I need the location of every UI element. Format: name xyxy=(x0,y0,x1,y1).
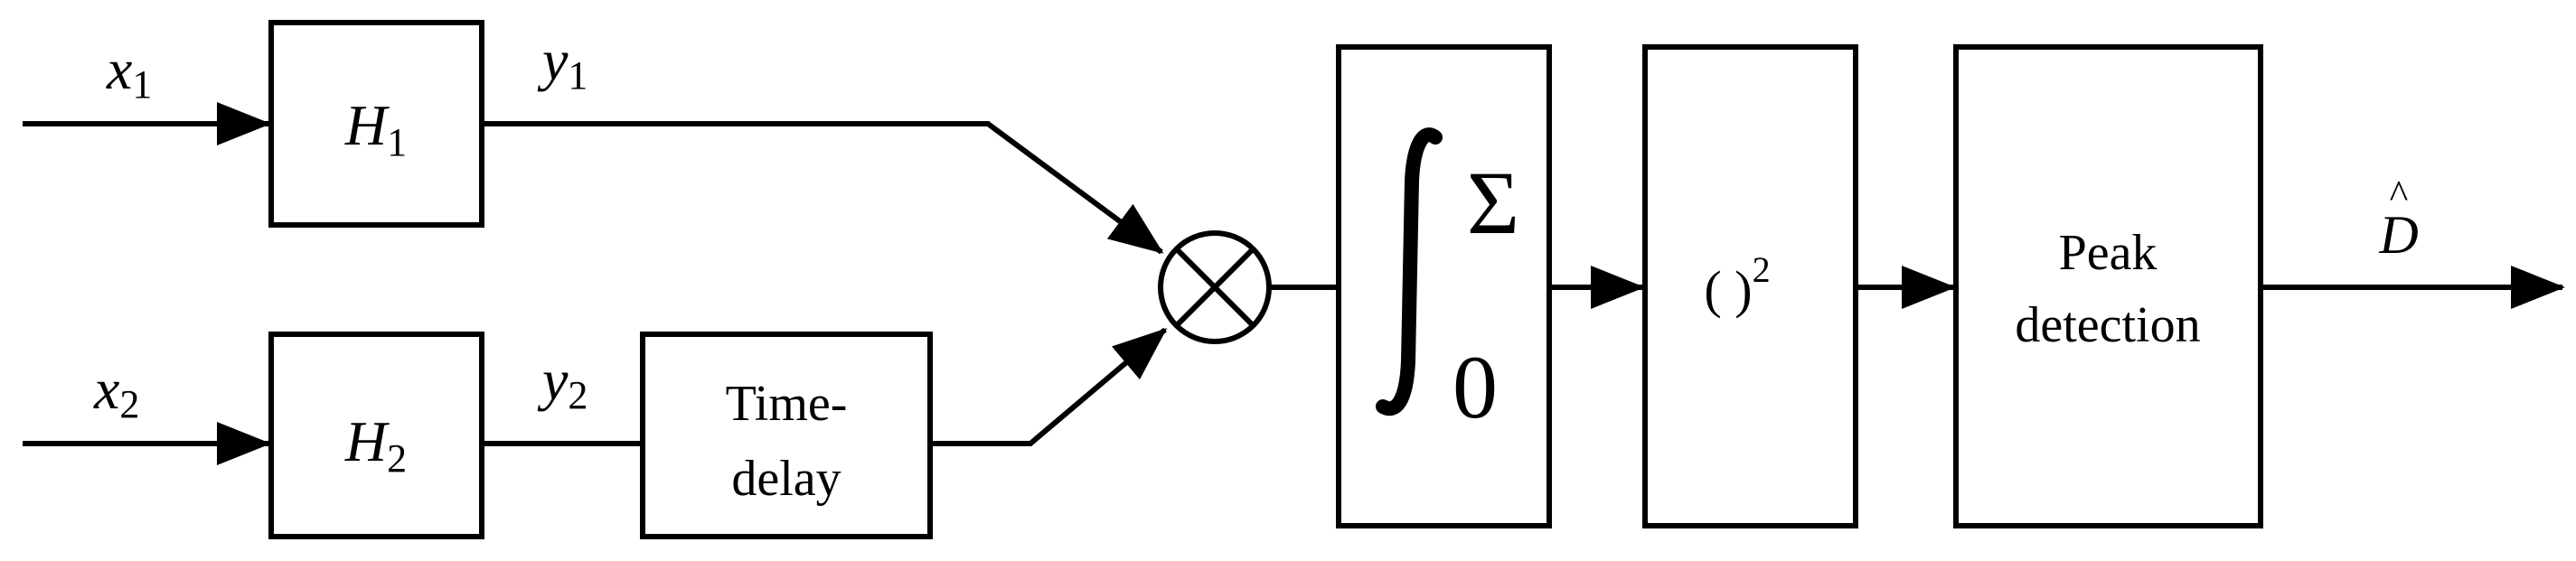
time-delay-line1: Time- xyxy=(726,376,848,432)
peak-detection-line1: Peak xyxy=(2059,225,2158,281)
output-accent: ^ xyxy=(2390,173,2409,217)
square-label: ( )2 xyxy=(1704,249,1770,319)
integrator-upper-limit: Σ xyxy=(1467,153,1519,253)
integral-sign xyxy=(1376,127,1443,416)
square-block xyxy=(1642,44,1858,528)
x1-label: x1 xyxy=(106,37,152,107)
h2-block xyxy=(268,332,484,539)
h1-label: H1 xyxy=(344,93,407,164)
peak-detection-block xyxy=(1953,44,2263,528)
integrator-lower-limit: 0 xyxy=(1453,337,1498,437)
x2-label: x2 xyxy=(93,357,139,426)
delayed-signal-wire xyxy=(930,327,1168,446)
multiplier-symbol xyxy=(1158,230,1272,344)
h2-label: H2 xyxy=(344,409,407,481)
y1-wire xyxy=(482,121,1164,255)
integrator-block xyxy=(1336,44,1552,528)
time-delay-line2: delay xyxy=(731,451,841,507)
y1-label: y1 xyxy=(537,28,588,98)
peak-detection-line2: detection xyxy=(2015,297,2200,353)
y2-label: y2 xyxy=(537,348,588,417)
time-delay-block xyxy=(640,332,933,539)
output-label: D xyxy=(2378,205,2418,265)
